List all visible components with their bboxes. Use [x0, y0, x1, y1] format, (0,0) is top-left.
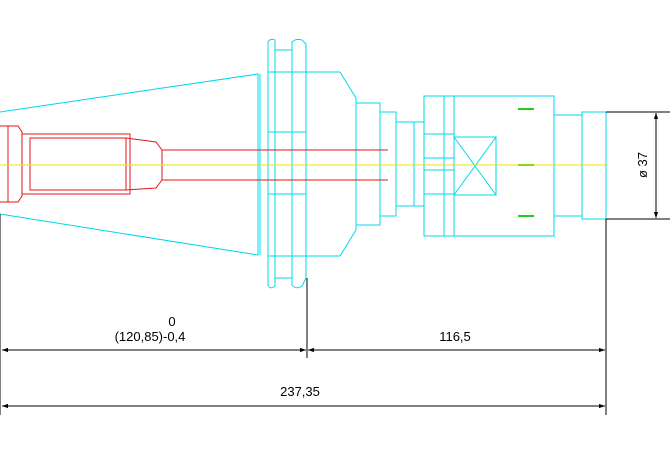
body-collar — [306, 71, 425, 257]
dim-total-length: 237,35 — [280, 384, 320, 399]
marker-slots — [518, 108, 534, 217]
clamping-nut — [423, 95, 607, 237]
extension-lines — [0, 111, 670, 415]
dim-diameter: ø 37 — [635, 152, 650, 178]
dim-left-tolerance: 0 — [168, 314, 175, 329]
shank-insert — [0, 125, 388, 203]
dim-left-length: (120,85)-0,4 — [115, 329, 186, 344]
flange — [267, 38, 307, 289]
dim-right-length: 116,5 — [439, 329, 471, 344]
